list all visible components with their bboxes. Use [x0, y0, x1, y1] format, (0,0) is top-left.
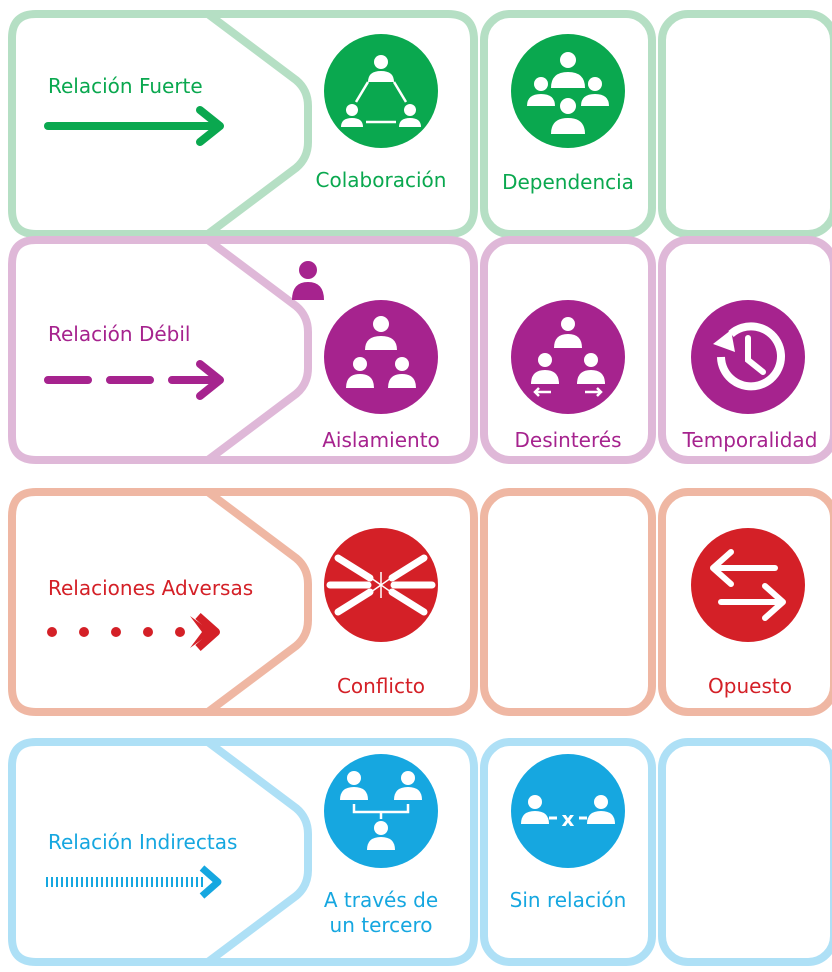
hatched-arrow-icon: [46, 865, 222, 899]
solid-arrow-icon: [44, 106, 224, 146]
caption: Desinterés: [514, 428, 622, 452]
no-relation-mark: x: [562, 807, 575, 831]
caption: Temporalidad: [682, 428, 818, 452]
item-panel-no-relation: x Sin relación: [480, 738, 656, 966]
item-panel-dependence: Dependencia: [480, 10, 656, 238]
label-panel-adverse: Relaciones Adversas Conflicto: [8, 488, 478, 716]
dotted-arrow-icon: [47, 613, 220, 651]
row-indirect-relations: Relación Indirectas A través de un terce…: [0, 738, 832, 966]
conflict-icon: [324, 528, 438, 642]
row-weak-relation: Relación Débil Aislamiento: [0, 236, 832, 464]
item-panel-disinterest: Desinterés: [480, 236, 656, 464]
caption: Conflicto: [336, 674, 426, 698]
caption: Sin relación: [509, 888, 627, 912]
no-relation-icon: x: [511, 754, 625, 868]
row-label: Relación Fuerte: [48, 74, 203, 98]
temporality-icon: [691, 300, 805, 414]
caption: Opuesto: [708, 674, 792, 698]
through-third-party-icon: [324, 754, 438, 868]
item-panel-opposite: Opuesto: [658, 488, 832, 716]
item-panel-empty: [658, 10, 832, 238]
item-panel-temporality: Temporalidad: [658, 236, 832, 464]
row-adverse-relations: Relaciones Adversas Conflicto: [0, 488, 832, 716]
row-label: Relación Débil: [48, 322, 191, 346]
opposite-icon: [691, 528, 805, 642]
item-panel-empty: [480, 488, 656, 716]
caption: Aislamiento: [322, 428, 440, 452]
disinterest-icon: [511, 300, 625, 414]
item-panel-empty: [658, 738, 832, 966]
label-panel-weak: Relación Débil Aislamiento: [8, 236, 478, 464]
row-label: Relaciones Adversas: [48, 576, 254, 600]
caption: A través de un tercero: [323, 888, 439, 937]
label-panel-indirect: Relación Indirectas A través de un terce…: [8, 738, 478, 966]
caption: Dependencia: [502, 170, 634, 194]
row-label: Relación Indirectas: [48, 830, 238, 854]
isolation-icon: [324, 300, 438, 414]
dashed-arrow-icon: [44, 360, 224, 400]
label-panel-strong: Relación Fuerte Colaboración: [8, 10, 478, 238]
row-strong-relation: Relación Fuerte Colaboración: [0, 10, 832, 238]
person-icon: [292, 261, 324, 300]
dependence-icon: [511, 34, 625, 148]
caption: Colaboración: [315, 168, 447, 192]
collaboration-icon: [324, 34, 438, 148]
